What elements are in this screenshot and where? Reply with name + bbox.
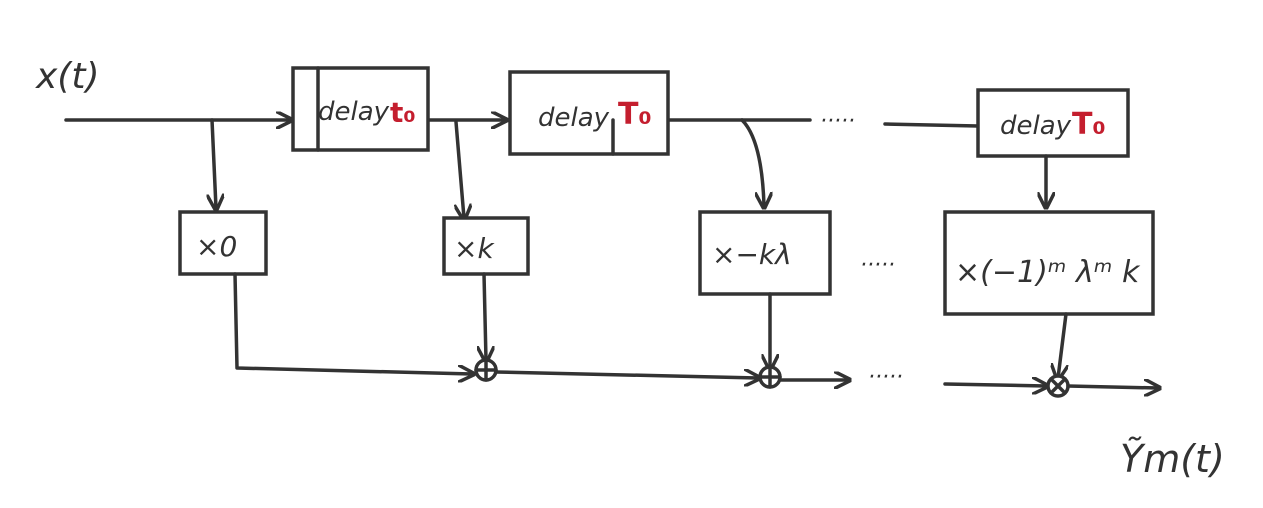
gain-label-0: ×0 bbox=[196, 230, 237, 263]
sum-line-1 bbox=[494, 372, 758, 378]
delay-block-3: delay T₀ bbox=[976, 88, 1130, 158]
output-label: Ỹm(t) bbox=[1120, 437, 1225, 481]
sum-line-3 bbox=[943, 384, 1046, 386]
gain-block-0: ×0 bbox=[178, 210, 268, 276]
main-ellipsis: ····· bbox=[820, 109, 855, 134]
delay-value-1: t₀ bbox=[390, 96, 416, 129]
delay-word-2: delay bbox=[538, 103, 610, 133]
gain-block-3: ×(−1)ᵐ λᵐ k bbox=[943, 210, 1155, 316]
tap-2 bbox=[740, 118, 764, 206]
sum-node-1 bbox=[474, 358, 498, 382]
gain-label-3: ×(−1)ᵐ λᵐ k bbox=[955, 255, 1141, 290]
delay-word-3: delay bbox=[1000, 111, 1072, 141]
delay-value-3: T₀ bbox=[1072, 107, 1106, 142]
gain-block-1: ×k bbox=[442, 216, 530, 276]
delay-word-1: delay bbox=[318, 97, 390, 127]
main-line-4 bbox=[883, 122, 980, 128]
gain-ellipsis: ····· bbox=[860, 253, 895, 278]
sum-node-3 bbox=[1046, 374, 1070, 398]
delay-block-1: delay t₀ bbox=[291, 66, 430, 152]
delay-block-2: delay T₀ bbox=[508, 70, 670, 156]
sum-node-2 bbox=[758, 365, 782, 389]
sum-ellipsis: ····· bbox=[868, 365, 903, 390]
output-arrow bbox=[1066, 386, 1158, 388]
gain-label-1: ×k bbox=[454, 232, 495, 265]
input-label: x(t) bbox=[35, 56, 100, 97]
gain-block-2: ×−kλ bbox=[698, 210, 832, 296]
tap-0 bbox=[212, 118, 216, 208]
delay-value-2: T₀ bbox=[618, 97, 652, 132]
out-path-1 bbox=[484, 272, 486, 360]
gain-label-2: ×−kλ bbox=[712, 238, 792, 271]
out-path-3 bbox=[1058, 312, 1066, 378]
out-path-0 bbox=[233, 272, 472, 374]
tap-1 bbox=[456, 120, 464, 218]
